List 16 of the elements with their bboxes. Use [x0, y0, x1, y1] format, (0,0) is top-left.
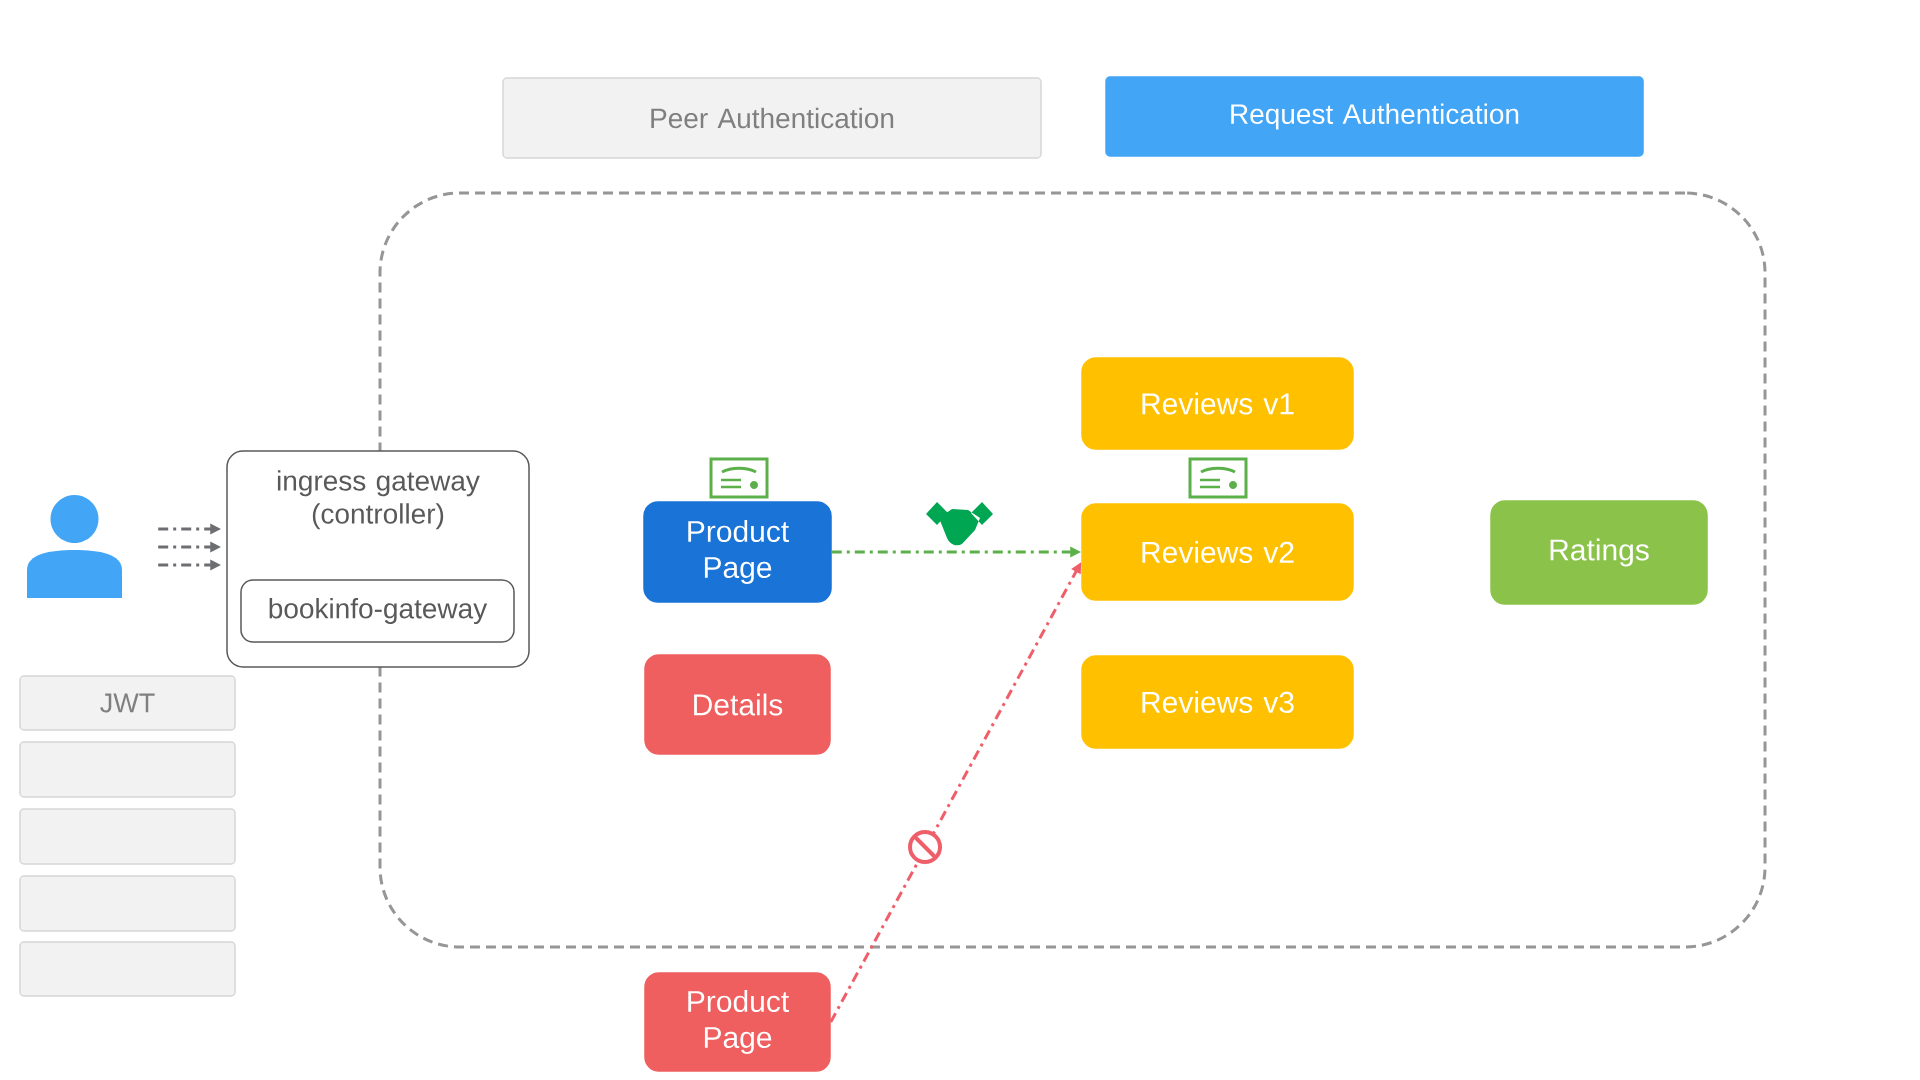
label-box	[19, 808, 236, 865]
resource-box: bookinfo-gateway	[240, 579, 515, 643]
label-box	[19, 941, 236, 997]
label-box: JWT	[19, 675, 236, 731]
authentication-header: Peer Authentication	[502, 77, 1042, 159]
service-box: Ratings	[1490, 500, 1708, 605]
person-icon	[27, 495, 122, 598]
service-box: Details	[644, 654, 831, 755]
label-box	[19, 875, 236, 932]
authentication-header: Request Authentication	[1105, 76, 1644, 157]
service-box: Reviews v2	[1081, 503, 1354, 601]
service-box: Reviews v3	[1081, 655, 1354, 749]
service-box: Product Page	[644, 972, 831, 1072]
service-box: Reviews v1	[1081, 357, 1354, 450]
label-box	[19, 741, 236, 798]
service-box: Product Page	[643, 501, 832, 603]
